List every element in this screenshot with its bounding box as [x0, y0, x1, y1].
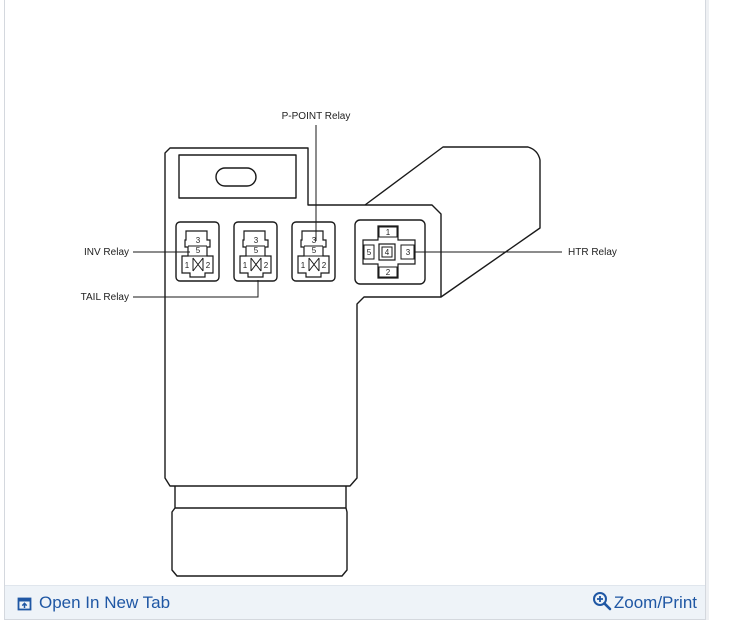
relay-block-outline	[164, 147, 442, 487]
zoom-in-icon	[592, 591, 612, 611]
pin-label: 5	[254, 246, 259, 255]
pin-label: 2	[264, 261, 269, 270]
top-slot	[215, 167, 257, 187]
pin-label: 2	[386, 268, 391, 277]
htr-relay-socket: 1 5 4 3 2	[354, 219, 426, 285]
zoom-print-label: Zoom/Print	[613, 593, 697, 612]
p-point-relay-label: P-POINT Relay	[282, 111, 351, 122]
bottom-connector	[171, 486, 348, 577]
htr-relay-label: HTR Relay	[568, 247, 617, 258]
pin-label: 3	[312, 236, 317, 245]
open-in-new-tab-icon	[17, 596, 32, 611]
fuse-box-diagram: 3 5 1 2 3 5 1 2 3 5 1 2 1 5 4 3 2	[81, 111, 617, 577]
top-compartment	[178, 154, 297, 199]
open-in-new-tab-label: Open In New Tab	[39, 593, 171, 612]
pin-label: 1	[243, 261, 248, 270]
zoom-print-link[interactable]: Zoom/Print	[592, 591, 697, 613]
pin-label: 2	[206, 261, 211, 270]
frame-shadow	[706, 0, 709, 620]
pin-label: 1	[185, 261, 190, 270]
pin-label: 3	[406, 248, 411, 257]
pin-label: 5	[367, 248, 372, 257]
inv-relay-socket: 3 5 1 2	[175, 221, 220, 282]
block-extension	[364, 146, 541, 298]
pin-label: 5	[196, 246, 201, 255]
pin-label: 3	[254, 236, 259, 245]
pin-label: 2	[322, 261, 327, 270]
pin-label: 1	[386, 228, 391, 237]
pin-label: 5	[312, 246, 317, 255]
tail-relay-socket: 3 5 1 2	[233, 221, 278, 282]
pin-label: 1	[301, 261, 306, 270]
open-in-new-tab-link[interactable]: Open In New Tab	[17, 593, 170, 613]
inv-relay-label: INV Relay	[84, 247, 129, 258]
pin-label: 4	[385, 248, 390, 257]
image-toolbar: Open In New Tab Zoom/Print	[5, 585, 705, 619]
p-point-relay-socket: 3 5 1 2	[291, 221, 336, 282]
tail-relay-label: TAIL Relay	[81, 292, 129, 303]
tail-leader	[133, 280, 259, 298]
image-viewer-frame	[4, 0, 706, 620]
pin-label: 3	[196, 236, 201, 245]
